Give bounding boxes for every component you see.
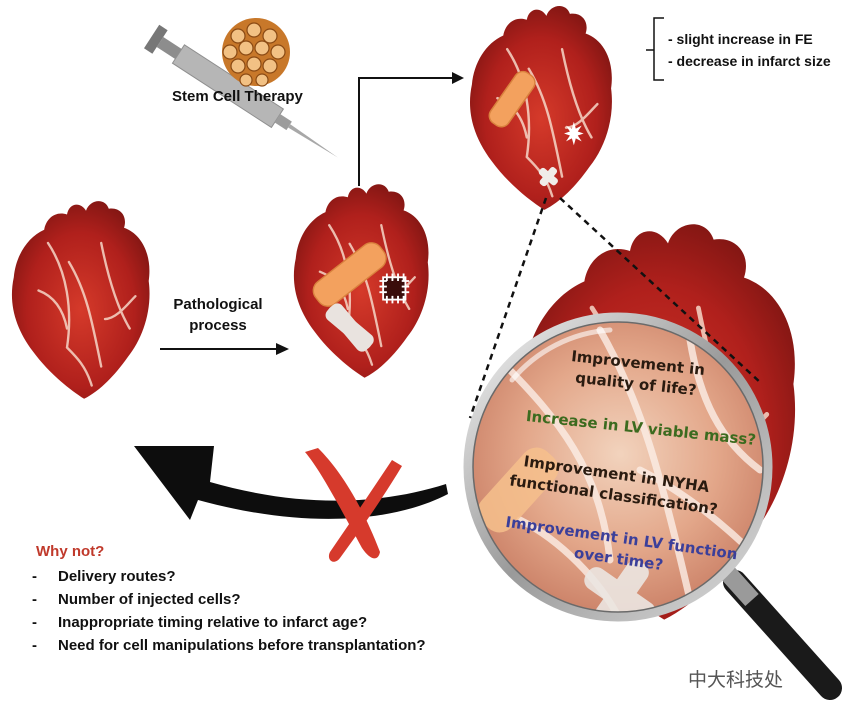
stem-cell-label: Stem Cell Therapy xyxy=(172,88,303,105)
pathology-label: Pathological process xyxy=(168,294,268,336)
magnifying-glass-icon xyxy=(463,312,842,700)
damaged-heart xyxy=(292,183,430,379)
why-not-item: Inappropriate timing relative to infarct… xyxy=(28,611,426,634)
why-not-item: Number of injected cells? xyxy=(28,588,426,611)
watermark: 中大科技处 xyxy=(688,670,784,691)
failed-translation-arrow xyxy=(134,446,448,520)
syringe-icon xyxy=(143,24,338,158)
outcome-item: - slight increase in FE xyxy=(668,31,813,47)
why-not-list: Delivery routes? Number of injected cell… xyxy=(28,565,426,657)
why-not-title: Why not? xyxy=(36,543,105,560)
outcome-item: - decrease in infarct size xyxy=(668,53,831,69)
pathology-label-line1: Pathological xyxy=(173,296,263,313)
stem-cell-cluster-icon xyxy=(222,18,290,87)
zoom-line-left xyxy=(468,197,548,419)
therapy-arrow xyxy=(358,77,452,186)
red-cross-icon xyxy=(305,448,402,562)
healthy-heart xyxy=(10,199,151,400)
why-not-item: Need for cell manipulations before trans… xyxy=(28,634,426,657)
outcome-bracket xyxy=(646,17,664,81)
outcomes-list: - slight increase in FE - decrease in in… xyxy=(668,28,831,72)
pathology-label-line2: process xyxy=(189,317,247,334)
zoom-line-right xyxy=(559,197,763,385)
treated-heart xyxy=(468,4,614,212)
why-not-item: Delivery routes? xyxy=(28,565,426,588)
